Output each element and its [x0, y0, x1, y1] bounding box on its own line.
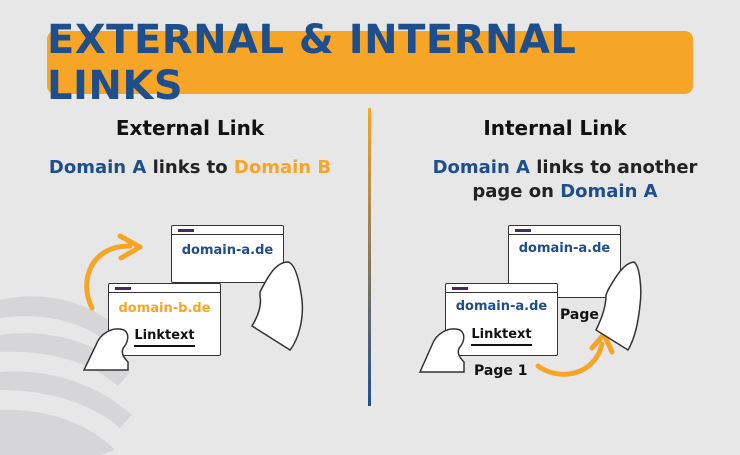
subtitle-domain-a: Domain A — [432, 157, 530, 178]
hand-icon — [595, 261, 642, 352]
browser-window-domain-a: domain-a.de — [171, 225, 284, 283]
subtitle-domain-a: Domain A — [48, 157, 147, 178]
subtitle-line2: page on — [472, 181, 561, 202]
subtitle-middle: links to — [146, 157, 234, 178]
hand-icon — [250, 261, 304, 351]
window-domain: domain-b.de — [118, 301, 211, 316]
pointing-hand-icon — [418, 328, 465, 373]
page-1-label: Page 1 — [474, 363, 528, 379]
pointing-hand-icon — [82, 328, 129, 371]
subtitle-domain-b: Domain B — [233, 157, 332, 178]
subtitle-middle: links to another — [529, 157, 698, 178]
link-text: Linktext — [446, 327, 557, 346]
window-domain: domain-a.de — [518, 241, 611, 256]
title-banner: EXTERNAL & INTERNAL LINKS — [47, 17, 693, 109]
internal-link-subtitle: Domain A links to another page on Domain… — [405, 156, 725, 204]
external-link-subtitle: Domain A links to Domain B — [20, 156, 360, 180]
page-title: EXTERNAL & INTERNAL LINKS — [47, 16, 577, 109]
curved-arrow-icon — [84, 243, 133, 311]
window-domain: domain-a.de — [181, 243, 274, 258]
external-link-title: External Link — [115, 116, 265, 140]
internal-link-title: Internal Link — [483, 116, 627, 140]
window-domain: domain-a.de — [455, 299, 548, 314]
curved-arrow-icon — [535, 341, 605, 377]
browser-window-page-1: domain-a.de Linktext — [445, 283, 558, 356]
column-divider — [368, 108, 371, 406]
arrow-head-icon — [117, 233, 143, 261]
link-text: Linktext — [109, 328, 220, 347]
subtitle-domain-a-2: Domain A — [560, 181, 658, 202]
